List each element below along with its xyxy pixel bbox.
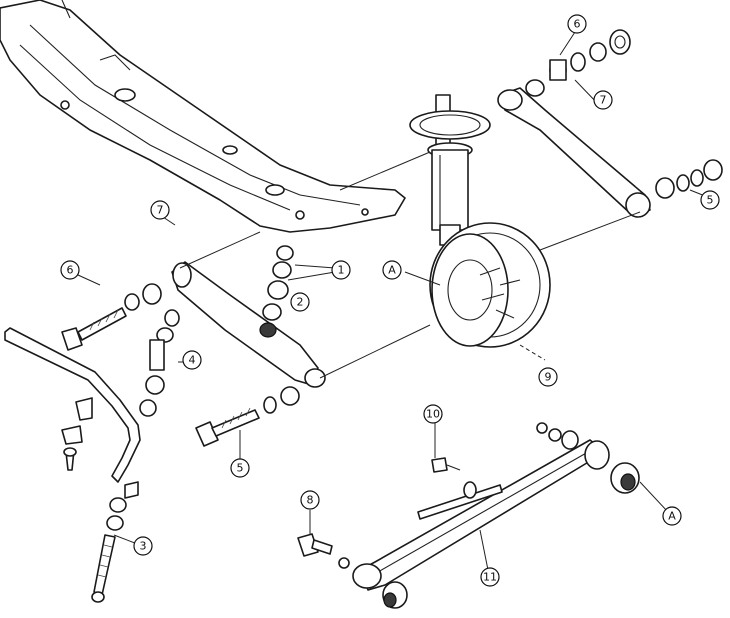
bolt-short-lower xyxy=(297,533,350,569)
svg-text:6: 6 xyxy=(67,264,74,277)
callout-a-arm: A xyxy=(662,506,682,526)
svg-text:A: A xyxy=(668,510,676,523)
bolt-long-center xyxy=(195,386,300,447)
shock-absorber xyxy=(409,94,491,246)
stabilizer-bracket xyxy=(61,397,93,471)
svg-text:9: 9 xyxy=(545,371,552,384)
svg-text:A: A xyxy=(388,264,396,277)
callout-6-left: 6 xyxy=(60,260,80,280)
svg-text:11: 11 xyxy=(483,571,497,584)
callout-8: 8 xyxy=(300,490,320,510)
callout-7-left: 7 xyxy=(150,200,170,220)
washer-nut-stack-right xyxy=(655,159,723,199)
lower-lateral-link xyxy=(171,261,326,388)
callout-10: 10 xyxy=(423,404,443,424)
brake-drum xyxy=(429,222,551,348)
callout-1: 1 xyxy=(331,260,351,280)
callout-2: 2 xyxy=(290,292,310,312)
bolt-long-left xyxy=(61,283,162,351)
callout-7-top: 7 xyxy=(593,90,613,110)
rear-crossmember xyxy=(0,0,406,233)
callout-9: 9 xyxy=(538,367,558,387)
svg-text:6: 6 xyxy=(574,18,581,31)
arm-bushings-top xyxy=(536,422,579,450)
svg-text:1: 1 xyxy=(338,264,345,277)
svg-text:5: 5 xyxy=(237,462,244,475)
callout-3: 3 xyxy=(133,536,153,556)
svg-text:7: 7 xyxy=(157,204,164,217)
svg-text:2: 2 xyxy=(297,296,304,309)
callout-5-right: 5 xyxy=(700,190,720,210)
bushing-set-center xyxy=(259,245,294,338)
svg-text:4: 4 xyxy=(189,354,196,367)
svg-text:3: 3 xyxy=(140,540,147,553)
callout-a-drum: A xyxy=(382,260,402,280)
upper-lateral-link xyxy=(497,87,651,218)
svg-text:8: 8 xyxy=(307,494,314,507)
svg-text:7: 7 xyxy=(600,94,607,107)
sensor-bracket xyxy=(417,457,503,520)
stabilizer-bar xyxy=(4,327,141,499)
svg-text:10: 10 xyxy=(426,408,440,421)
svg-text:5: 5 xyxy=(707,194,714,207)
bushing-column xyxy=(139,309,180,417)
callout-11: 11 xyxy=(480,567,500,587)
bushing-stack-upper xyxy=(525,29,631,97)
callout-4: 4 xyxy=(182,350,202,370)
callout-5-center: 5 xyxy=(230,458,250,478)
stabilizer-link xyxy=(91,497,127,603)
lower-control-arm xyxy=(352,439,640,609)
callout-6-top: 6 xyxy=(567,14,587,34)
